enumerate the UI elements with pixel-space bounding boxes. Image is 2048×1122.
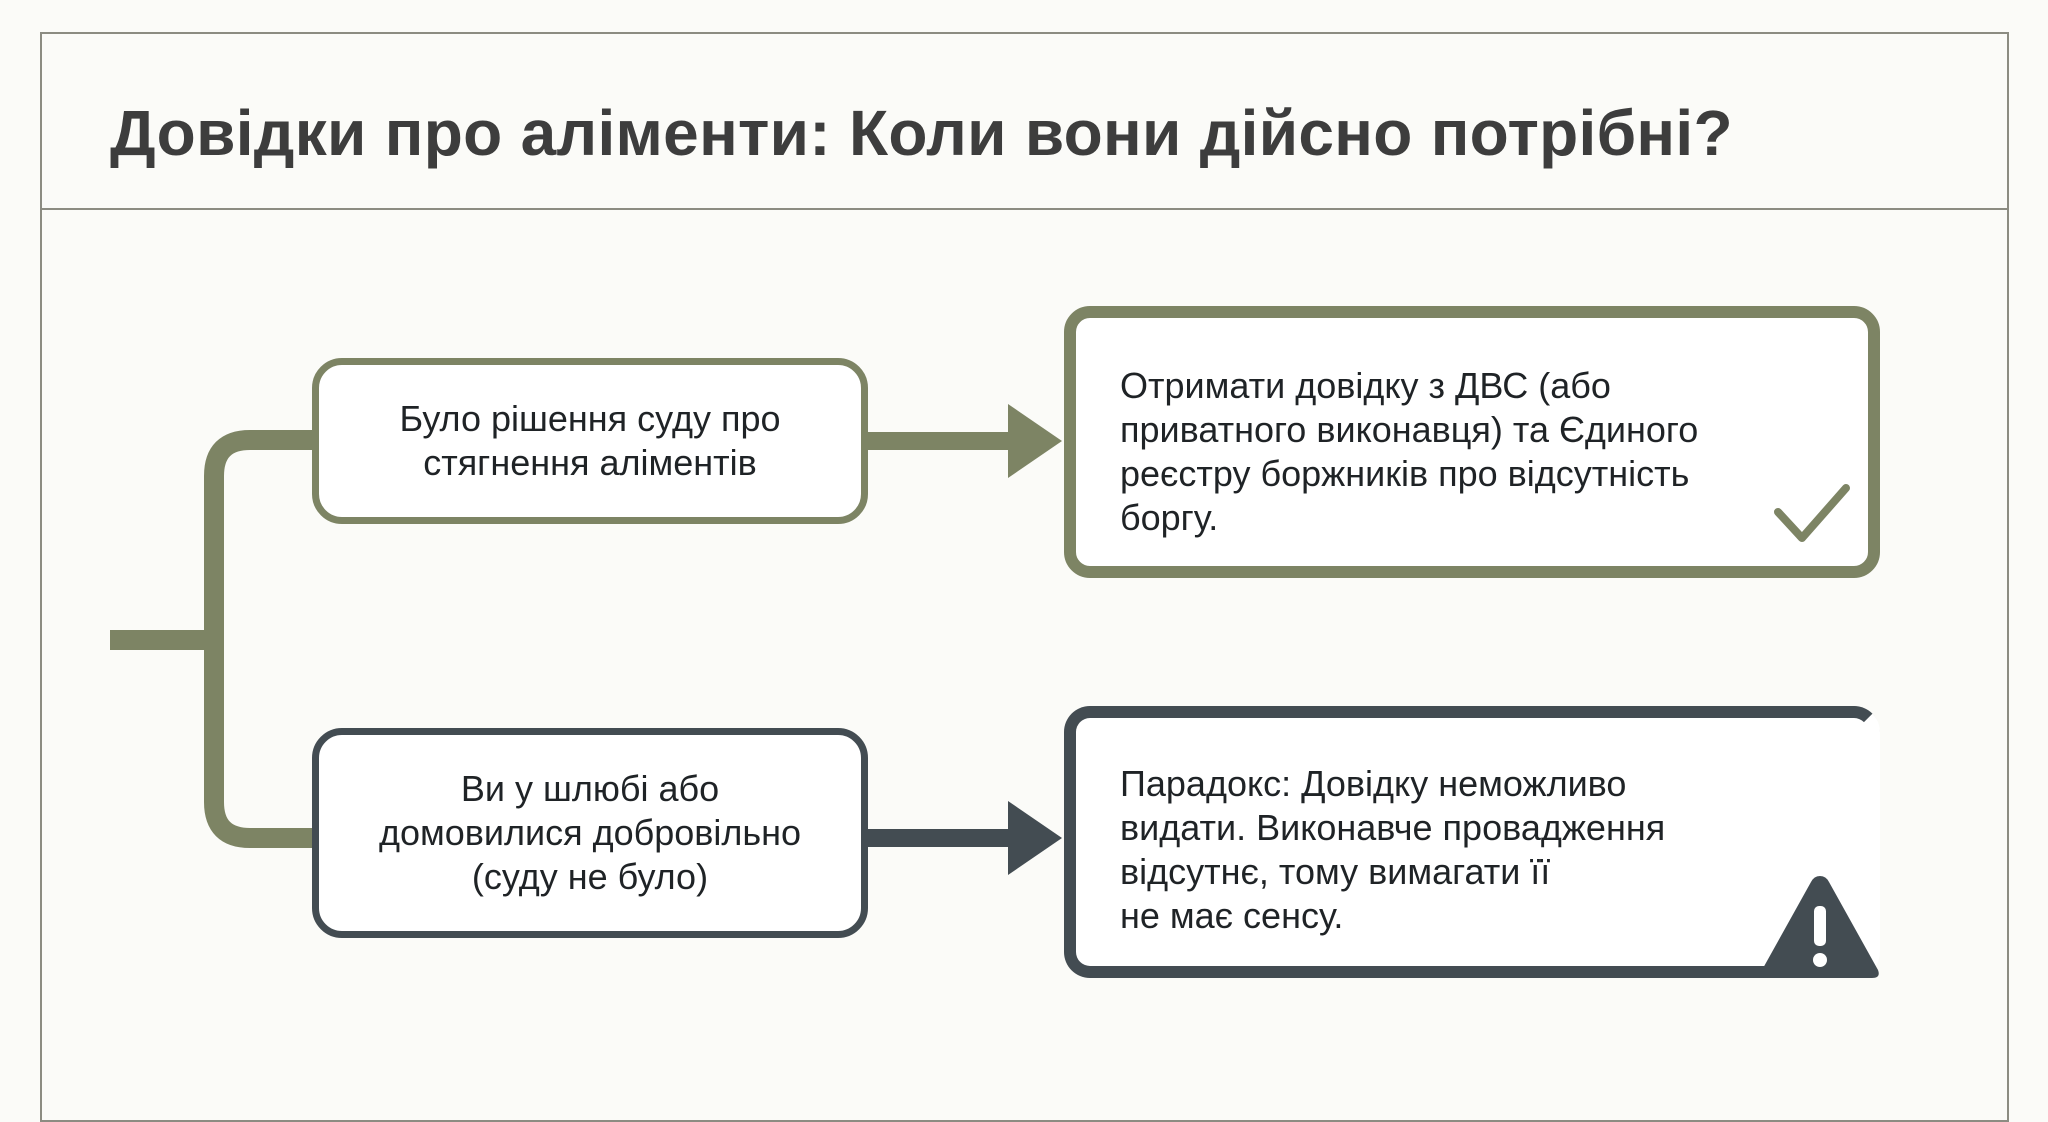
outcome-court-line: Отримати довідку з ДВС (або [1120,365,1611,406]
page-title: Довідки про аліменти: Коли вони дійсно п… [110,97,1733,169]
header: Довідки про аліменти: Коли вони дійсно п… [42,34,2007,210]
outcome-court-line: приватного виконавця) та Єдиного [1120,409,1699,450]
condition-court-box: Було рішення суду про стягнення аліменті… [312,358,868,524]
outcome-no-court-line: не має сенсу. [1120,895,1344,936]
arrow-no-court-head [1008,801,1062,875]
outcome-no-court-box: Парадокс: Довідку неможливо видати. Вико… [1064,706,1880,978]
condition-no-court-line: (суду не було) [471,856,709,897]
condition-court-line: Було рішення суду про [399,398,781,439]
outcome-court-line: реєстру боржників про відсутність [1120,453,1690,494]
condition-no-court-line: Ви у шлюбі або [460,768,720,809]
outcome-court-line: боргу. [1120,497,1219,538]
arrow-court-head [1008,404,1062,478]
outcome-no-court-line: відсутнє, тому вимагати її [1120,851,1551,892]
warning-triangle-icon [1761,876,1879,978]
condition-no-court-box: Ви у шлюбі або домовилися добровільно (с… [312,728,868,938]
outcome-no-court-line: видати. Виконавче провадження [1120,807,1666,848]
condition-no-court-line: домовилися добровільно [378,812,802,853]
checkmark-icon [1774,484,1850,542]
infographic-frame: Довідки про аліменти: Коли вони дійсно п… [40,32,2009,1122]
branch-trunk [204,430,318,848]
condition-court-line: стягнення аліментів [423,442,757,483]
outcome-no-court-line: Парадокс: Довідку неможливо [1120,763,1627,804]
outcome-court-box: Отримати довідку з ДВС (або приватного в… [1064,306,1880,578]
